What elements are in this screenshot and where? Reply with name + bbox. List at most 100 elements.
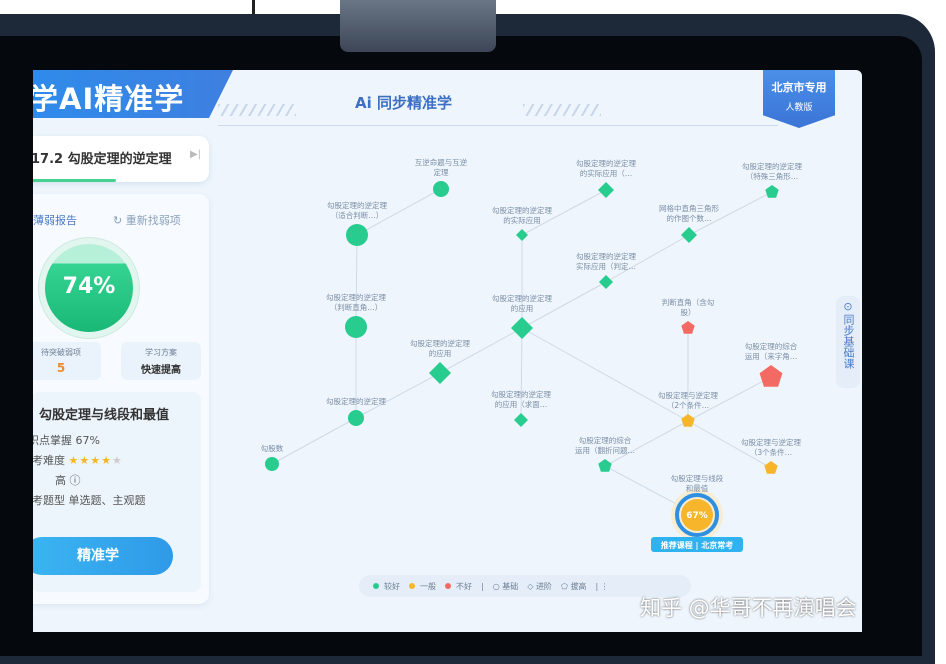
graph-edge bbox=[520, 327, 523, 421]
recommend-tag-text[interactable]: 推荐课程 | 北京常考 bbox=[661, 540, 734, 550]
graph-edge bbox=[687, 420, 772, 469]
knowledge-row: 中考题型 单选题、主观题 bbox=[33, 492, 146, 508]
node-label: 股） bbox=[681, 308, 696, 317]
node-label: 判断直角（含勾 bbox=[662, 297, 715, 307]
legend-label: 不好 bbox=[456, 581, 472, 591]
graph-node[interactable]: 勾股定理的逆定理实际应用（判定… bbox=[576, 251, 636, 289]
play-icon[interactable]: ▶| bbox=[189, 149, 201, 160]
graph-node[interactable]: 勾股定理与逆定理（2个条件… bbox=[658, 390, 718, 427]
node-label: 勾股定理的逆定理 bbox=[410, 338, 470, 348]
node-pentagon-icon bbox=[764, 461, 778, 474]
status-dot-icon bbox=[409, 582, 415, 589]
legend-label: 较好 bbox=[384, 581, 400, 591]
side-tab-label: 同步基础课 bbox=[842, 314, 855, 369]
title-frame bbox=[218, 86, 778, 126]
graph-node[interactable]: 勾股定理的逆定理 bbox=[326, 396, 386, 426]
sync-course-tab[interactable]: ⊙同步基础课 bbox=[836, 296, 860, 388]
graph-edge bbox=[521, 281, 607, 329]
more-icon[interactable]: | ⋮ bbox=[595, 581, 609, 591]
graph-node[interactable]: 勾股定理的逆定理的应用（求面… bbox=[491, 389, 551, 427]
stat-value: 5 bbox=[56, 361, 66, 375]
graph-node[interactable]: 勾股定理与逆定理（3个条件… bbox=[741, 437, 801, 474]
lesson-title: 17.2 勾股定理的逆定理 bbox=[33, 152, 172, 167]
graph-edge bbox=[355, 234, 358, 328]
graph-node[interactable]: 勾股定理的逆定理的实际应用（… bbox=[576, 158, 636, 198]
graph-edge bbox=[355, 372, 441, 419]
legend-item[interactable]: ◇ 进阶 bbox=[527, 581, 552, 592]
node-diamond-icon bbox=[516, 229, 528, 241]
lesson-card[interactable]: 17.2 勾股定理的逆定理 ▶| bbox=[33, 136, 209, 182]
node-circle-icon bbox=[348, 410, 364, 426]
knowledge-graph: 勾股数勾股定理的逆定理勾股定理的逆定理（判断直角…）勾股定理的逆定理（适合判断…… bbox=[261, 157, 802, 552]
node-pentagon-icon bbox=[598, 459, 612, 472]
refind-weakness-button[interactable]: ↻ 重新找弱项 bbox=[113, 214, 181, 227]
graph-node[interactable]: 勾股定理的综合运用（来字角… bbox=[745, 341, 798, 387]
mastery-gauge: 74% bbox=[45, 244, 133, 332]
node-label: 运用（翻折问题… bbox=[575, 445, 635, 455]
graph-node[interactable]: 勾股数 bbox=[261, 443, 284, 471]
play-circle-icon: ⊙ bbox=[843, 300, 853, 313]
graph-edge bbox=[356, 188, 442, 236]
graph-node[interactable]: 勾股定理的逆定理（特殊三角形… bbox=[742, 161, 802, 198]
node-label: （适合判断…） bbox=[331, 210, 384, 220]
watermark: 知乎 @华哥不再演唱会 bbox=[640, 596, 857, 620]
node-label: （3个条件… bbox=[750, 447, 792, 457]
node-label: 勾股定理的逆定理 bbox=[576, 251, 636, 261]
app-title: 学AI精准学 bbox=[33, 82, 185, 116]
node-label: 定理 bbox=[434, 167, 449, 177]
node-label: 勾股定理的逆定理 bbox=[326, 292, 386, 302]
legend-item[interactable]: ⬠ 拔高 bbox=[561, 581, 587, 592]
node-ring bbox=[675, 493, 719, 537]
edition-badge: 北京市专用人教版 bbox=[763, 70, 835, 128]
node-label: 勾股定理的逆定理 bbox=[742, 161, 802, 171]
node-label: 勾股定理与线段 bbox=[671, 473, 724, 483]
node-label: 的作图个数… bbox=[667, 213, 712, 223]
status-dot-icon bbox=[445, 582, 451, 589]
node-pentagon-icon bbox=[681, 414, 695, 427]
node-pentagon-icon bbox=[681, 321, 695, 334]
node-diamond-icon bbox=[599, 275, 613, 289]
graph-node[interactable]: 勾股定理的综合运用（翻折问题… bbox=[575, 435, 635, 472]
node-label: 勾股定理的逆定理 bbox=[326, 396, 386, 406]
node-label: 互逆命题与互逆 bbox=[415, 157, 468, 167]
legend-item[interactable]: 不好 bbox=[445, 581, 472, 592]
graph-node[interactable]: 网格中直角三角形的作图个数… bbox=[659, 203, 719, 243]
node-diamond-icon bbox=[429, 362, 451, 384]
node-circle-icon bbox=[433, 181, 449, 197]
difficulty-stars: ★★★★ bbox=[68, 454, 112, 467]
node-label: 的应用 bbox=[429, 348, 452, 358]
graph-edge bbox=[271, 417, 357, 465]
row-label: 知识点掌握 bbox=[33, 434, 72, 447]
page-title: Ai 同步精准学 bbox=[355, 94, 452, 112]
node-label: （判断直角…） bbox=[330, 302, 383, 312]
decor-stripes bbox=[523, 104, 601, 116]
precise-learn-button[interactable]: 精准学 bbox=[33, 537, 173, 575]
knowledge-row: 知识点掌握 67% bbox=[33, 432, 100, 448]
node-diamond-icon bbox=[681, 227, 697, 243]
node-label: 的应用（求面… bbox=[495, 399, 548, 409]
legend-item[interactable]: 较好 bbox=[373, 581, 400, 592]
graph-node[interactable]: 勾股定理的逆定理（适合判断…） bbox=[327, 200, 387, 246]
row-value: 单选题、主观题 bbox=[68, 494, 146, 507]
report-label[interactable]: 薄弱报告 bbox=[33, 214, 77, 227]
node-diamond-icon bbox=[511, 317, 533, 339]
node-label: 的实际应用（… bbox=[580, 168, 633, 178]
graph-node[interactable]: 勾股定理的逆定理（判断直角…） bbox=[326, 292, 386, 338]
legend-item[interactable]: ○ 基础 bbox=[493, 581, 519, 592]
legend-label: 一般 bbox=[420, 581, 436, 591]
node-label: 勾股定理的逆定理 bbox=[491, 389, 551, 399]
graph-node[interactable]: 判断直角（含勾股） bbox=[662, 297, 715, 334]
legend-label: 进阶 bbox=[535, 581, 552, 591]
node-pentagon-icon bbox=[765, 185, 779, 198]
node-label: 实际应用（判定… bbox=[576, 261, 636, 271]
stat-plan: 学习方案快速提高 bbox=[121, 342, 201, 380]
legend-item[interactable]: 一般 bbox=[409, 581, 436, 592]
node-label: 和最值 bbox=[686, 483, 709, 493]
